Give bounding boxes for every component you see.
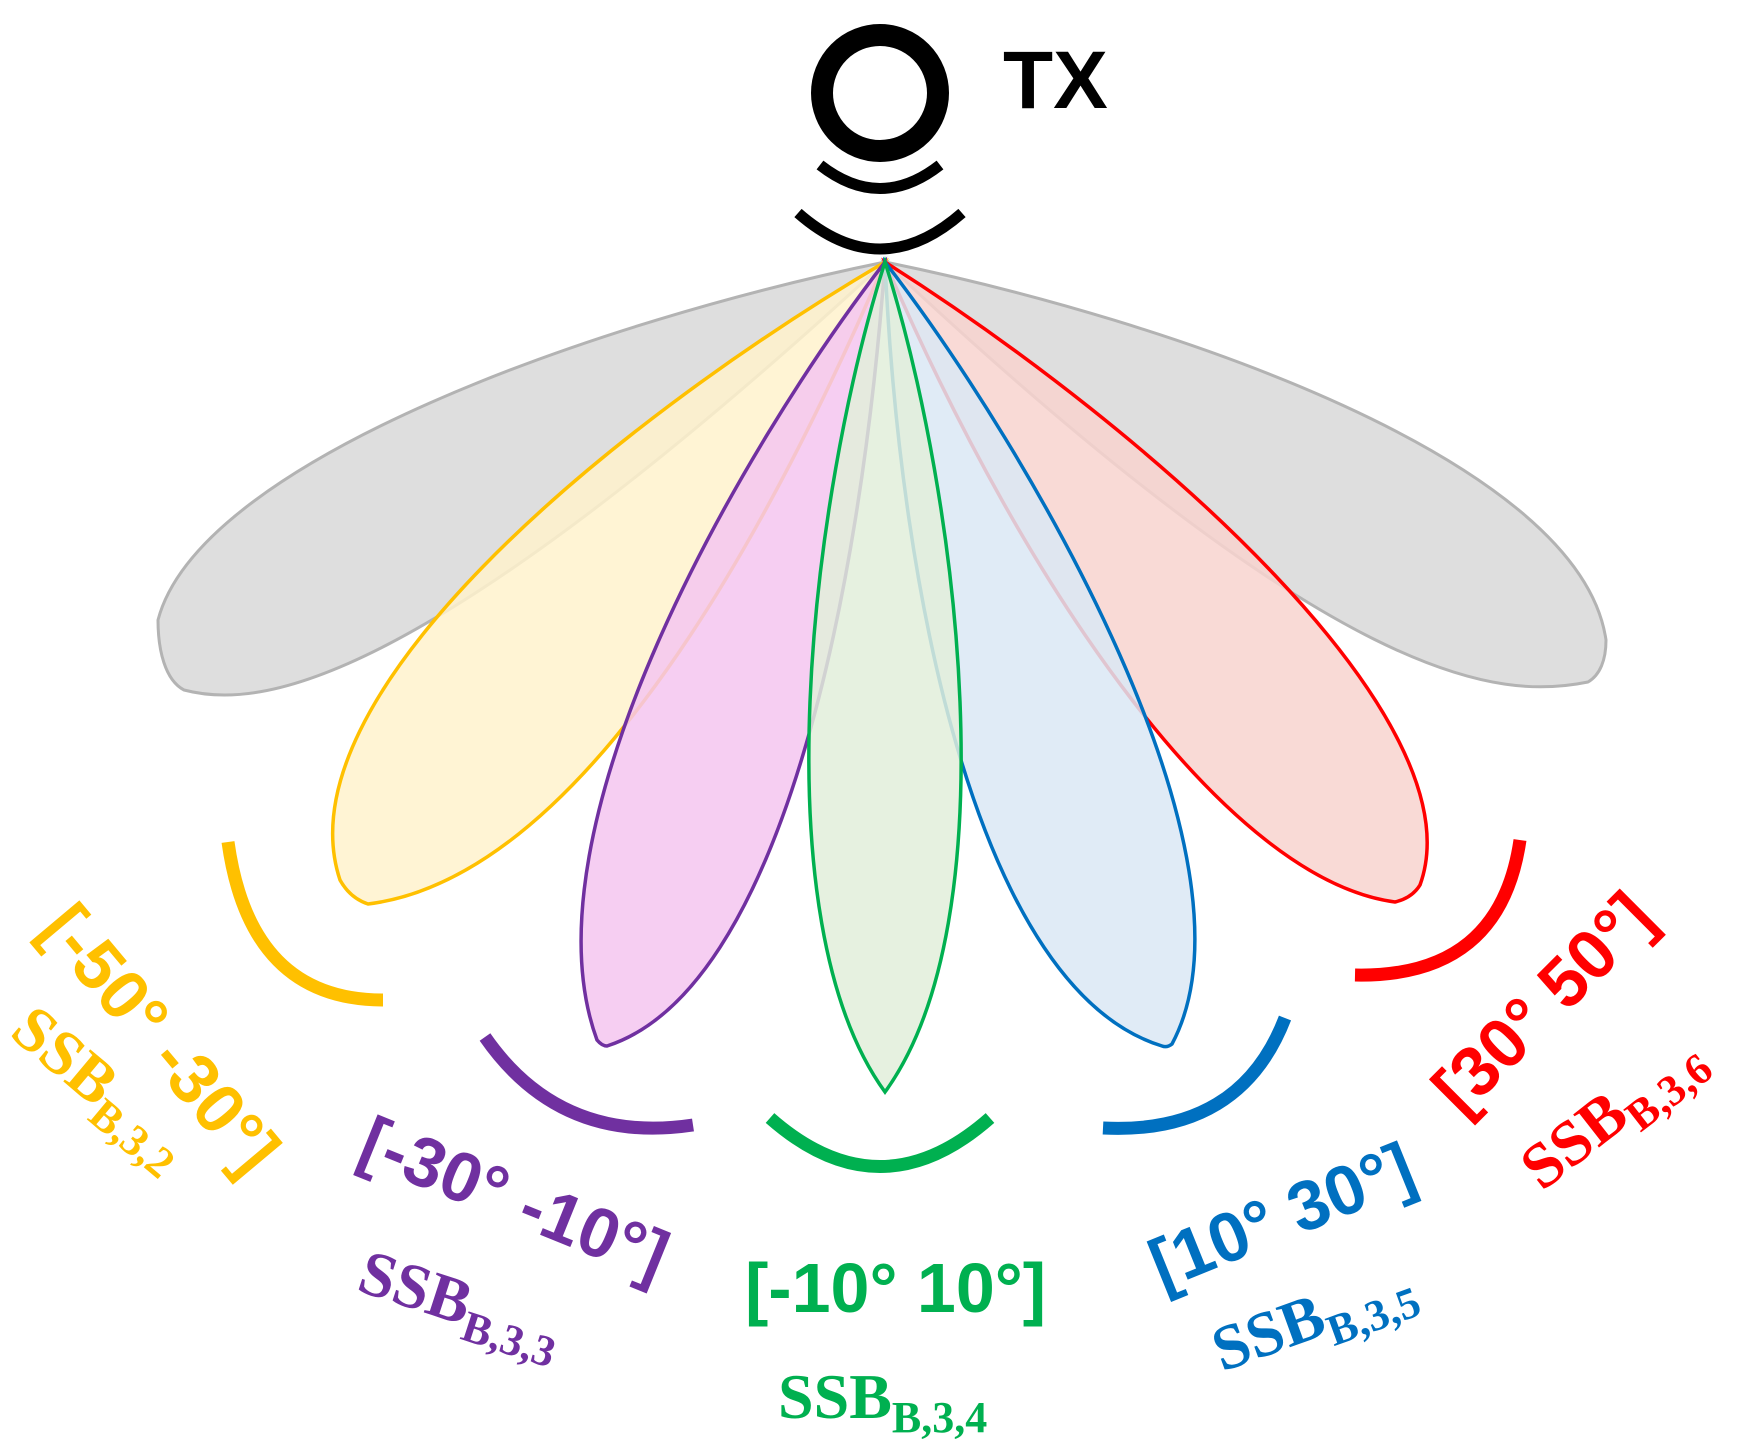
ssb-label-b34: SSBB,3,4	[778, 1361, 987, 1442]
range-label-b35: [10° 30°]	[1138, 1128, 1425, 1304]
coverage-arc-b32	[221, 841, 384, 1007]
narrow-beams	[331, 256, 1429, 1095]
coverage-arcs	[221, 839, 1527, 1173]
beam-lobe-b34	[807, 256, 963, 1095]
label-group-b34: [-10° 10°] SSBB,3,4	[745, 1249, 1046, 1442]
range-label-b34: [-10° 10°]	[745, 1249, 1046, 1327]
antenna-icon	[794, 24, 966, 255]
label-group-b35: [10° 30°] SSBB,3,5	[1138, 1128, 1426, 1386]
coverage-arc-b35	[1102, 1015, 1292, 1135]
coverage-arc-b36	[1354, 839, 1527, 982]
label-group-b33: [-30° -10°] SSBB,3,3	[348, 1102, 679, 1378]
coverage-arc-b34	[765, 1113, 995, 1173]
coverage-arc-b33	[479, 1033, 694, 1135]
label-group-b36: [30° 50°] SSBB,3,6	[1417, 877, 1721, 1203]
ssb-label-b33: SSBB,3,3	[348, 1236, 572, 1378]
tx-label: TX	[1003, 35, 1108, 126]
